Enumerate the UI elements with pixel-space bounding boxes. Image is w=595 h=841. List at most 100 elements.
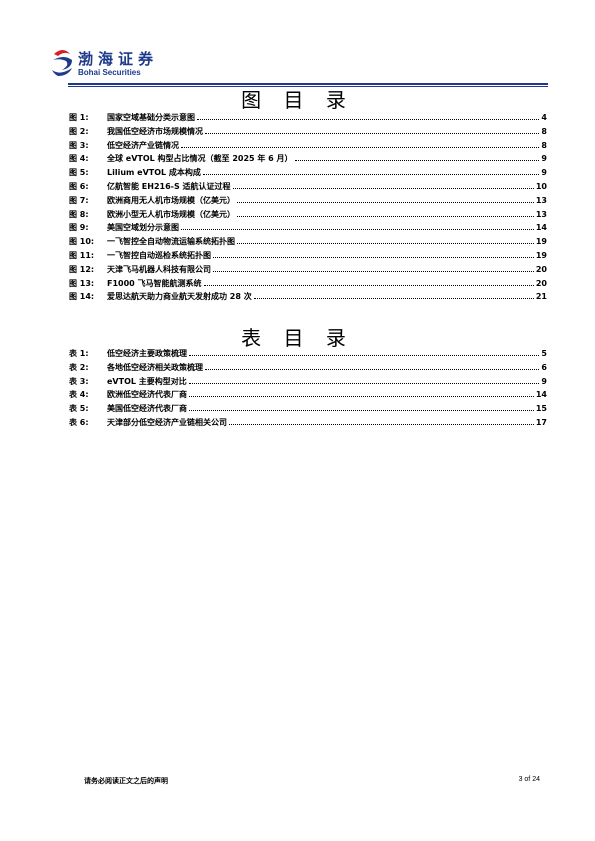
toc-leader-dots xyxy=(189,410,534,412)
toc-entry[interactable]: 表 1: 低空经济主要政策梳理 5 xyxy=(69,347,547,361)
toc-entry-label: 图 12: xyxy=(69,264,95,274)
toc-entry-page: 9 xyxy=(541,154,547,164)
toc-entry-title: Lilium eVTOL 成本构成 xyxy=(107,168,201,178)
toc-entry-page: 21 xyxy=(535,292,547,302)
toc-leader-dots xyxy=(253,298,534,300)
toc-entry-page: 13 xyxy=(535,195,547,205)
toc-entry[interactable]: 图 13: F1000 飞马智能航测系统 20 xyxy=(69,277,547,291)
toc-leader-dots xyxy=(294,160,540,162)
toc-leader-dots xyxy=(205,132,540,134)
toc-entry[interactable]: 图 7:欧洲商用无人机市场规模（亿美元）13 xyxy=(69,194,547,208)
toc-entry-title: 全球 eVTOL 构型占比情况（截至 2025 年 6 月） xyxy=(107,154,293,164)
toc-entry-title: 一飞智控自动巡检系统拓扑图 xyxy=(107,250,211,260)
toc-entry-title: 亿航智能 EH216-S 适航认证过程 xyxy=(107,181,231,191)
figure-toc-title: 图 目 录 xyxy=(241,88,354,112)
toc-entry-page: 20 xyxy=(535,264,547,274)
toc-leader-dots xyxy=(203,284,534,286)
toc-entry-label: 图 9: xyxy=(69,223,89,233)
toc-entry[interactable]: 图 14: 爱思达航天助力商业航天发射成功 28 次 21 xyxy=(69,290,547,304)
toc-entry-label: 图 14: xyxy=(69,292,95,302)
toc-entry-title: 一飞智控全自动物流运输系统拓扑图 xyxy=(107,237,235,247)
toc-entry-label: 图 6: xyxy=(69,181,89,191)
toc-leader-dots xyxy=(189,355,540,356)
toc-entry-label: 表 3: xyxy=(69,376,89,386)
toc-leader-dots xyxy=(181,229,534,231)
toc-entry-page: 17 xyxy=(535,417,547,427)
toc-entry[interactable]: 表 5: 美国低空经济代表厂商 15 xyxy=(69,402,547,416)
bohai-logo-icon xyxy=(52,50,72,76)
toc-entry[interactable]: 图 11: 一飞智控自动巡检系统拓扑图 19 xyxy=(69,249,547,263)
toc-entry-label: 表 4: xyxy=(69,390,89,400)
toc-entry-label: 图 10: xyxy=(69,237,95,247)
toc-entry-label: 图 11: xyxy=(69,250,95,260)
toc-entry-title: 天津飞马机器人科技有限公司 xyxy=(107,264,211,274)
toc-entry-title: 天津部分低空经济产业链相关公司 xyxy=(107,417,227,427)
toc-entry-page: 19 xyxy=(535,237,547,247)
header-divider-thin xyxy=(68,86,548,87)
toc-leader-dots xyxy=(197,119,540,120)
toc-leader-dots xyxy=(213,270,534,272)
toc-entry[interactable]: 图 10: 一飞智控全自动物流运输系统拓扑图 19 xyxy=(69,235,547,249)
toc-leader-dots xyxy=(213,256,534,258)
toc-entry-title: 爱思达航天助力商业航天发射成功 28 次 xyxy=(107,292,252,302)
toc-entry-title: F1000 飞马智能航测系统 xyxy=(107,278,202,288)
logo-english-name: Bohai Securities xyxy=(78,68,141,77)
figure-toc-list: 图 1: 国家空域基础分类示意图 4 图 2: 我国低空经济市场规模情况 8 图 3: 低空经… xyxy=(69,111,547,304)
toc-entry[interactable]: 图 6: 亿航智能 EH216-S 适航认证过程 10 xyxy=(69,180,547,194)
logo-chinese-name: 渤海证券 xyxy=(78,50,159,68)
toc-entry-page: 4 xyxy=(541,113,547,122)
toc-entry[interactable]: 图 1: 国家空域基础分类示意图 4 xyxy=(69,111,547,125)
toc-entry-label: 图 7: xyxy=(69,195,89,205)
toc-entry[interactable]: 图 2: 我国低空经济市场规模情况 8 xyxy=(69,125,547,139)
company-logo: 渤海证券 Bohai Securities xyxy=(50,48,180,82)
header-divider xyxy=(68,83,548,85)
toc-entry-label: 图 2: xyxy=(69,126,89,136)
toc-leader-dots xyxy=(232,187,534,189)
footer-page-number: 3 of 24 xyxy=(518,776,540,783)
toc-entry-label: 表 2: xyxy=(69,362,89,372)
toc-entry-page: 20 xyxy=(535,278,547,288)
toc-entry-label: 表 6: xyxy=(69,417,89,427)
footer-disclaimer: 请务必阅读正文之后的声明 xyxy=(84,777,168,785)
toc-entry-title: 低空经济产业链情况 xyxy=(107,140,179,150)
toc-entry-page: 6 xyxy=(541,362,547,372)
toc-entry-page: 19 xyxy=(535,250,547,260)
toc-entry[interactable]: 图 8: 欧洲小型无人机市场规模（亿美元） 13 xyxy=(69,208,547,222)
toc-entry-label: 图 13: xyxy=(69,278,95,288)
toc-entry-page: 9 xyxy=(541,168,547,178)
toc-leader-dots xyxy=(229,423,534,425)
toc-leader-dots xyxy=(237,243,534,245)
toc-entry-page: 8 xyxy=(541,140,547,150)
toc-entry-label: 图 3: xyxy=(69,140,89,150)
toc-entry-page: 8 xyxy=(541,126,547,136)
toc-entry-label: 图 1: xyxy=(69,113,89,122)
toc-entry-title: 国家空域基础分类示意图 xyxy=(107,113,195,122)
toc-entry-title: 美国低空经济代表厂商 xyxy=(107,404,187,414)
toc-leader-dots xyxy=(237,201,534,203)
toc-entry-page: 15 xyxy=(535,404,547,414)
toc-entry-title: 低空经济主要政策梳理 xyxy=(107,349,187,358)
toc-entry-label: 表 5: xyxy=(69,404,89,414)
toc-entry[interactable]: 表 6: 天津部分低空经济产业链相关公司 17 xyxy=(69,416,547,430)
toc-leader-dots xyxy=(237,215,534,217)
toc-entry-label: 表 1: xyxy=(69,349,89,358)
toc-entry-label: 图 4: xyxy=(69,154,89,164)
toc-entry-page: 13 xyxy=(535,209,547,219)
toc-entry-label: 图 8: xyxy=(69,209,89,219)
toc-entry[interactable]: 图 3: 低空经济产业链情况 8 xyxy=(69,139,547,153)
toc-entry-page: 10 xyxy=(535,181,547,191)
toc-entry-page: 14 xyxy=(535,223,547,233)
toc-entry-title: 欧洲小型无人机市场规模（亿美元） xyxy=(107,209,235,219)
toc-entry[interactable]: 图 12: 天津飞马机器人科技有限公司 20 xyxy=(69,263,547,277)
toc-entry-page: 5 xyxy=(541,349,547,358)
toc-entry[interactable]: 图 4: 全球 eVTOL 构型占比情况（截至 2025 年 6 月） 9 xyxy=(69,152,547,166)
toc-leader-dots xyxy=(202,174,540,176)
toc-entry-title: eVTOL 主要构型对比 xyxy=(107,376,187,386)
toc-entry-title: 我国低空经济市场规模情况 xyxy=(107,126,203,136)
